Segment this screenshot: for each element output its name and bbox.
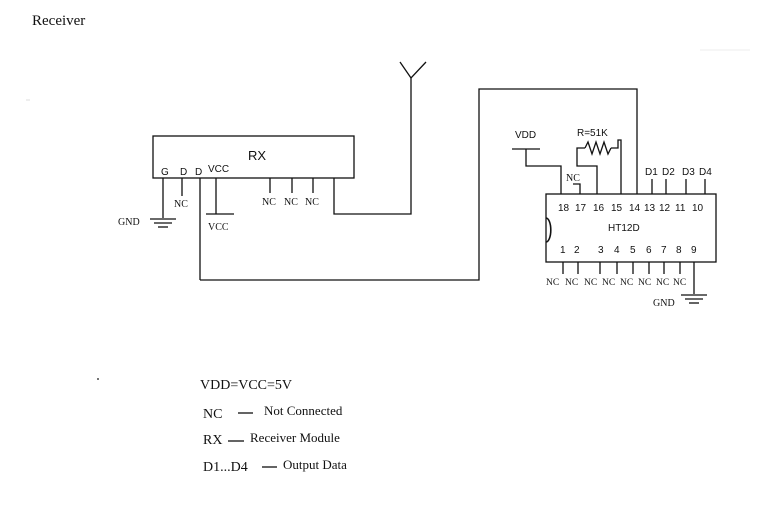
ht12d-pin-5: 5 xyxy=(630,245,636,256)
rx-nc-d-label: NC xyxy=(174,199,188,210)
ht12d-pin-11: 11 xyxy=(675,203,686,214)
rx-pin-d2-label: D xyxy=(195,167,202,178)
ht12d-pin-12: 12 xyxy=(659,203,671,214)
ht12d-notch xyxy=(545,217,552,243)
data-link-wire xyxy=(200,88,638,281)
stray-dot xyxy=(97,378,99,380)
ht12d-pin-8: 8 xyxy=(676,245,682,256)
rx-antenna-wire xyxy=(333,78,412,215)
diagram-title: Receiver xyxy=(32,13,85,29)
rx-vcc-label: VCC xyxy=(208,222,229,233)
d2-label: D2 xyxy=(662,167,675,178)
ht12d-nc-label-8: NC xyxy=(673,278,686,288)
ht12d-pin-15: 15 xyxy=(611,203,623,214)
resistor-wire-right xyxy=(611,139,622,194)
ht12d-label: HT12D xyxy=(608,223,640,234)
rx-nc-label-1: NC xyxy=(262,197,276,208)
resistor-label: R=51K xyxy=(577,128,608,139)
d1-label: D1 xyxy=(645,167,658,178)
ht12d-pin-3: 3 xyxy=(598,245,604,256)
rx-pin-vcc-label: VCC xyxy=(208,164,229,175)
ht12d-pin-14: 14 xyxy=(629,203,641,214)
d3-label: D3 xyxy=(682,167,695,178)
ht12d-pin-1: 1 xyxy=(560,245,566,256)
ht12d-pin-4: 4 xyxy=(614,245,620,256)
legend-term-data: D1...D4 xyxy=(203,460,248,475)
vdd-wire xyxy=(525,149,562,194)
legend-power: VDD=VCC=5V xyxy=(200,378,292,393)
antenna-icon xyxy=(399,61,427,80)
ht12d-nc-label-2: NC xyxy=(565,278,578,288)
ht12d-ground-symbol xyxy=(681,294,707,304)
legend-meaning-rx: Receiver Module xyxy=(250,430,340,445)
legend-term-rx: RX xyxy=(203,433,222,448)
rx-gnd-label: GND xyxy=(118,217,140,228)
ht12d-nc-label-4: NC xyxy=(602,278,615,288)
rx-module: RX G D D VCC GND NC VCC NC NC NC xyxy=(118,78,412,280)
rx-nc-label-3: NC xyxy=(305,197,319,208)
ht12d-nc-label-1: NC xyxy=(546,278,559,288)
ht12d-body xyxy=(545,193,717,263)
ht12d-nc-17-label: NC xyxy=(566,173,580,184)
ht12d-nc-label-5: NC xyxy=(620,278,633,288)
ht12d-pin-18: 18 xyxy=(558,203,570,214)
resistor-icon xyxy=(584,139,612,157)
resistor-wire-left xyxy=(576,147,598,194)
ht12d-nc-label-6: NC xyxy=(638,278,651,288)
rx-module-label: RX xyxy=(248,148,266,163)
legend-meaning-data: Output Data xyxy=(283,457,347,472)
ht12d-pin-9: 9 xyxy=(691,245,697,256)
ht12d-pin-6: 6 xyxy=(646,245,652,256)
ht12d-pin-13: 13 xyxy=(644,203,656,214)
ht12d-nc-label-7: NC xyxy=(656,278,669,288)
rx-pin-g-label: G xyxy=(161,167,169,178)
ht12d-pin-2: 2 xyxy=(574,245,580,256)
ht12d-pin-7: 7 xyxy=(661,245,667,256)
legend-meaning-nc: Not Connected xyxy=(264,403,343,418)
rx-module-body xyxy=(152,135,355,179)
rx-nc-label-2: NC xyxy=(284,197,298,208)
ht12d-nc-pin-17 xyxy=(573,183,581,194)
ht12d-decoder: HT12D 18 17 16 15 14 13 12 11 10 1 2 3 4… xyxy=(512,128,717,309)
ht12d-nc-label-3: NC xyxy=(584,278,597,288)
ht12d-pin-10: 10 xyxy=(692,203,704,214)
ht12d-gnd-label: GND xyxy=(653,298,675,309)
d4-label: D4 xyxy=(699,167,712,178)
ht12d-pin-17: 17 xyxy=(575,203,587,214)
rx-ground-symbol xyxy=(150,218,176,228)
ht12d-pin-16: 16 xyxy=(593,203,605,214)
legend-term-nc: NC xyxy=(203,407,222,422)
rx-pin-d1-label: D xyxy=(180,167,187,178)
vdd-label: VDD xyxy=(515,130,536,141)
legend: VDD=VCC=5V NC Not Connected RX Receiver … xyxy=(200,378,347,475)
